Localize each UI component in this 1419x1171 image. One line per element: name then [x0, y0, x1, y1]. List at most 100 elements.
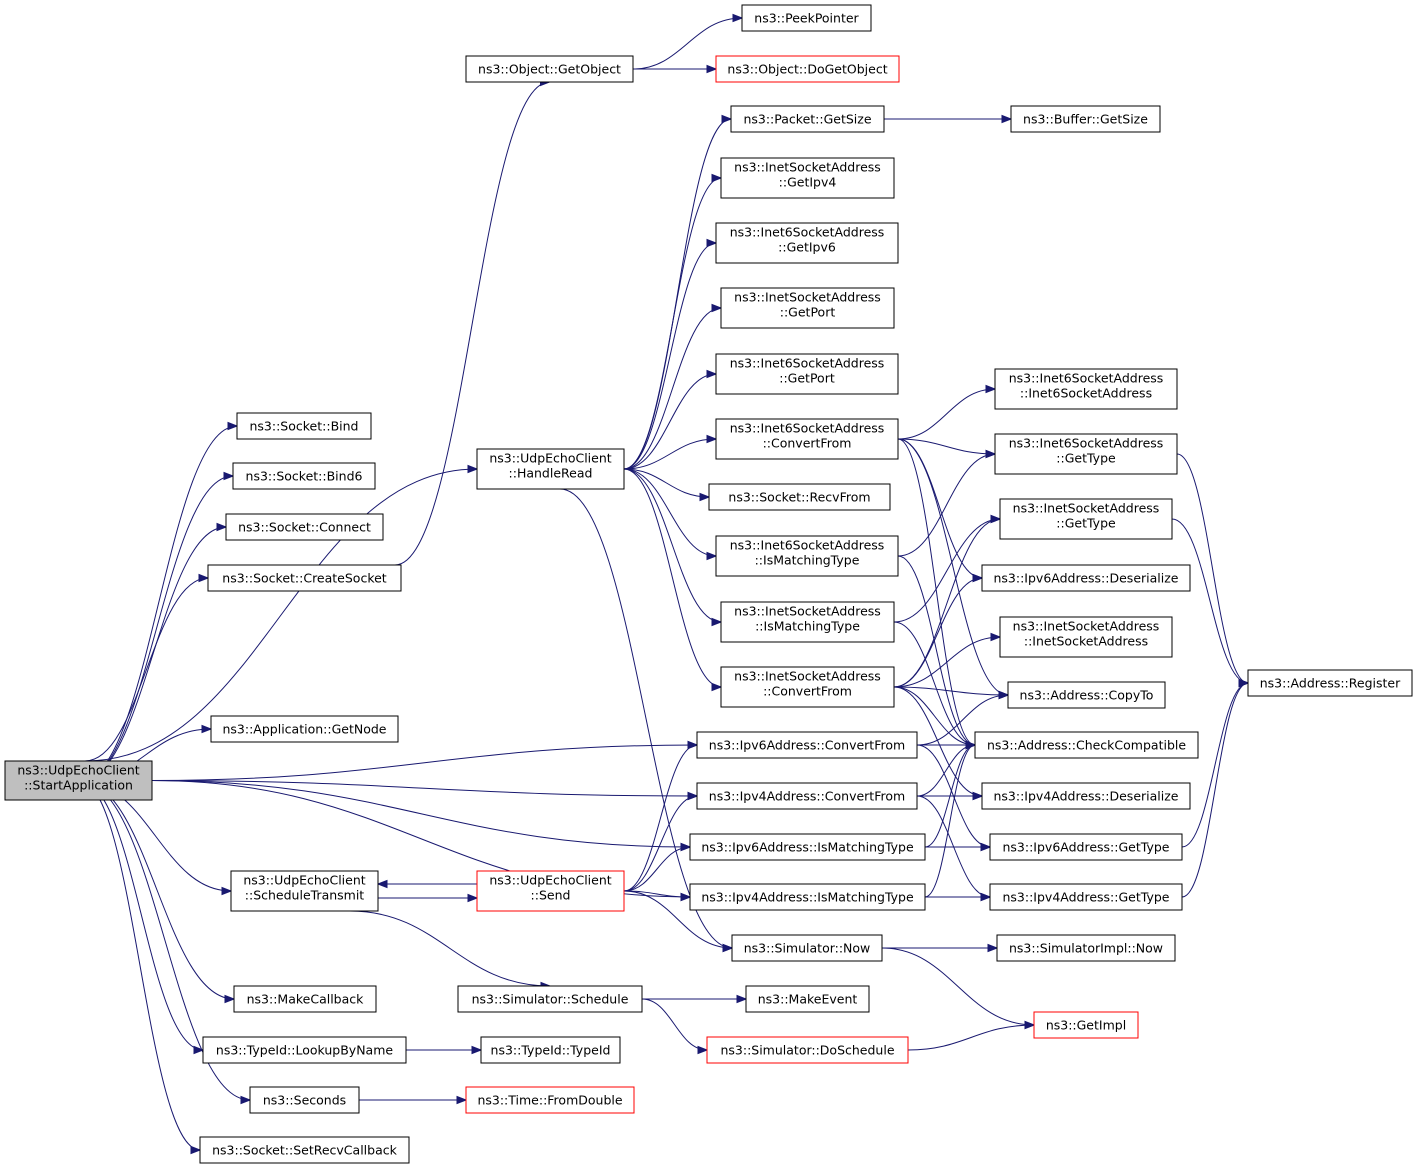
node-getobject[interactable]: ns3::Object::GetObject: [465, 55, 634, 83]
node-ipv4ismatching[interactable]: ns3::Ipv4Address::IsMatchingType: [689, 883, 926, 911]
edge-line: [897, 388, 996, 440]
node-simnow[interactable]: ns3::Simulator::Now: [731, 934, 883, 962]
node-inet6convertfrom[interactable]: ns3::Inet6SocketAddress::ConvertFrom: [715, 418, 899, 460]
node-inetctor[interactable]: ns3::InetSocketAddress::InetSocketAddres…: [999, 616, 1173, 658]
node-label: ns3::TypeId::TypeId: [491, 1043, 611, 1058]
node-box: [1010, 105, 1161, 133]
edge-line: [632, 17, 743, 70]
node-root[interactable]: ns3::UdpEchoClient::StartApplication: [4, 760, 153, 801]
node-ipv4convertfrom[interactable]: ns3::Ipv4Address::ConvertFrom: [696, 782, 918, 810]
node-box: [207, 564, 402, 592]
node-inetgetipv4[interactable]: ns3::InetSocketAddress::GetIpv4: [720, 157, 895, 199]
node-dogetobject[interactable]: ns3::Object::DoGetObject: [715, 55, 900, 83]
node-inetgettype[interactable]: ns3::InetSocketAddress::GetType: [999, 498, 1173, 540]
node-label: ns3::Inet6SocketAddress: [730, 356, 885, 371]
edge-layer: [79, 13, 1250, 1155]
node-layer: ns3::UdpEchoClient::StartApplicationns3:…: [4, 4, 1413, 1164]
node-bind[interactable]: ns3::Socket::Bind: [236, 412, 372, 440]
node-inet6getport[interactable]: ns3::Inet6SocketAddress::GetPort: [715, 353, 899, 395]
node-inet6ismatching[interactable]: ns3::Inet6SocketAddress::IsMatchingType: [715, 535, 899, 577]
node-connect[interactable]: ns3::Socket::Connect: [225, 513, 384, 541]
node-send[interactable]: ns3::UdpEchoClient::Send: [476, 870, 625, 912]
node-makecallback[interactable]: ns3::MakeCallback: [233, 985, 377, 1013]
node-label: ns3::Time::FromDouble: [477, 1093, 622, 1108]
node-packetgetsize[interactable]: ns3::Packet::GetSize: [730, 105, 885, 133]
node-label: ::HandleRead: [509, 466, 593, 481]
node-typeidctor[interactable]: ns3::TypeId::TypeId: [480, 1036, 621, 1064]
arrowhead-icon: [687, 791, 699, 801]
edge-root-to-createsocket: [84, 573, 210, 762]
edge-handleread-to-inet6getport: [623, 369, 718, 470]
edge-line: [79, 780, 235, 1000]
node-getnode[interactable]: ns3::Application::GetNode: [210, 715, 399, 743]
node-simimplnow[interactable]: ns3::SimulatorImpl::Now: [996, 934, 1176, 962]
node-handleread[interactable]: ns3::UdpEchoClient::HandleRead: [476, 448, 625, 490]
edge-line: [897, 438, 983, 579]
node-box: [225, 513, 384, 541]
node-box: [999, 498, 1173, 540]
edge-line: [79, 526, 227, 782]
node-label: ns3::UdpEchoClient: [489, 873, 611, 888]
arrowhead-icon: [227, 421, 239, 431]
edge-inetconvertfrom-to-inetctor: [893, 632, 1002, 688]
node-simschedule[interactable]: ns3::Simulator::Schedule: [457, 985, 643, 1013]
node-ipv4deserialize[interactable]: ns3::Ipv4Address::Deserialize: [981, 782, 1191, 810]
node-label: ns3::Object::GetObject: [478, 62, 621, 77]
arrowhead-icon: [223, 471, 235, 481]
node-setrecvcallback[interactable]: ns3::Socket::SetRecvCallback: [199, 1136, 410, 1164]
node-bind6[interactable]: ns3::Socket::Bind6: [232, 462, 376, 490]
node-ipv6ismatching[interactable]: ns3::Ipv6Address::IsMatchingType: [689, 833, 926, 861]
node-copyto[interactable]: ns3::Address::CopyTo: [1007, 681, 1166, 709]
node-label: ns3::InetSocketAddress: [1013, 619, 1160, 634]
node-getimpl[interactable]: ns3::GetImpl: [1033, 1011, 1139, 1039]
node-register[interactable]: ns3::Address::Register: [1247, 669, 1413, 697]
node-recvfrom[interactable]: ns3::Socket::RecvFrom: [708, 483, 891, 511]
node-label: ::GetPort: [780, 305, 836, 320]
arrowhead-icon: [711, 617, 723, 627]
node-scheduletransmit[interactable]: ns3::UdpEchoClient::ScheduleTransmit: [230, 870, 379, 912]
edge-handleread-to-inetgetipv4: [623, 173, 723, 470]
node-ipv6gettype[interactable]: ns3::Ipv6Address::GetType: [989, 833, 1183, 861]
node-inet6getipv6[interactable]: ns3::Inet6SocketAddress::GetIpv6: [715, 222, 899, 264]
node-checkcompatible[interactable]: ns3::Address::CheckCompatible: [974, 731, 1199, 759]
node-label: ::IsMatchingType: [755, 553, 860, 568]
edge-ipv6convertfrom-to-ipv6gettype: [916, 744, 992, 852]
edge-root-to-setrecvcallback: [79, 780, 202, 1155]
node-peekpointer[interactable]: ns3::PeekPointer: [741, 4, 872, 32]
node-seconds[interactable]: ns3::Seconds: [249, 1086, 360, 1114]
node-label: ns3::InetSocketAddress: [734, 669, 881, 684]
node-fromdouble[interactable]: ns3::Time::FromDouble: [465, 1086, 635, 1114]
node-buffergetsize[interactable]: ns3::Buffer::GetSize: [1010, 105, 1161, 133]
node-label: ::GetIpv4: [779, 175, 837, 190]
arrowhead-icon: [216, 522, 228, 532]
edge-line: [924, 744, 976, 848]
node-box: [715, 222, 899, 264]
node-box: [696, 731, 918, 759]
node-inet6ctor[interactable]: ns3::Inet6SocketAddress::Inet6SocketAddr…: [994, 368, 1178, 410]
node-label: ns3::Application::GetNode: [223, 722, 387, 737]
edge-ipv6gettype-to-register: [1181, 678, 1250, 848]
node-ipv6convertfrom[interactable]: ns3::Ipv6Address::ConvertFrom: [696, 731, 918, 759]
node-label: ns3::TypeId::LookupByName: [216, 1043, 393, 1058]
node-label: ns3::Socket::Connect: [238, 520, 371, 535]
node-box: [974, 731, 1199, 759]
node-ipv6deserialize[interactable]: ns3::Ipv6Address::Deserialize: [981, 564, 1191, 592]
edge-root-to-ipv6convertfrom: [151, 740, 699, 781]
node-createsocket[interactable]: ns3::Socket::CreateSocket: [207, 564, 402, 592]
edge-handleread-to-recvfrom: [623, 468, 711, 502]
edge-line: [1176, 453, 1249, 684]
node-lookupbyname[interactable]: ns3::TypeId::LookupByName: [202, 1036, 407, 1064]
node-makeevent[interactable]: ns3::MakeEvent: [745, 985, 870, 1013]
node-ipv4gettype[interactable]: ns3::Ipv4Address::GetType: [989, 883, 1183, 911]
node-dosimschedule[interactable]: ns3::Simulator::DoSchedule: [706, 1036, 909, 1064]
node-inetismatching[interactable]: ns3::InetSocketAddress::IsMatchingType: [720, 601, 895, 643]
edge-inetconvertfrom-to-copyto: [893, 686, 1010, 700]
edge-handleread-to-inetconvertfrom: [623, 468, 723, 692]
node-label: ns3::Inet6SocketAddress: [730, 421, 885, 436]
node-box: [720, 666, 895, 708]
node-inet6gettype[interactable]: ns3::Inet6SocketAddress::GetType: [994, 433, 1178, 475]
node-inetgetport[interactable]: ns3::InetSocketAddress::GetPort: [720, 287, 895, 329]
node-inetconvertfrom[interactable]: ns3::InetSocketAddress::ConvertFrom: [720, 666, 895, 708]
edge-line: [623, 242, 717, 470]
